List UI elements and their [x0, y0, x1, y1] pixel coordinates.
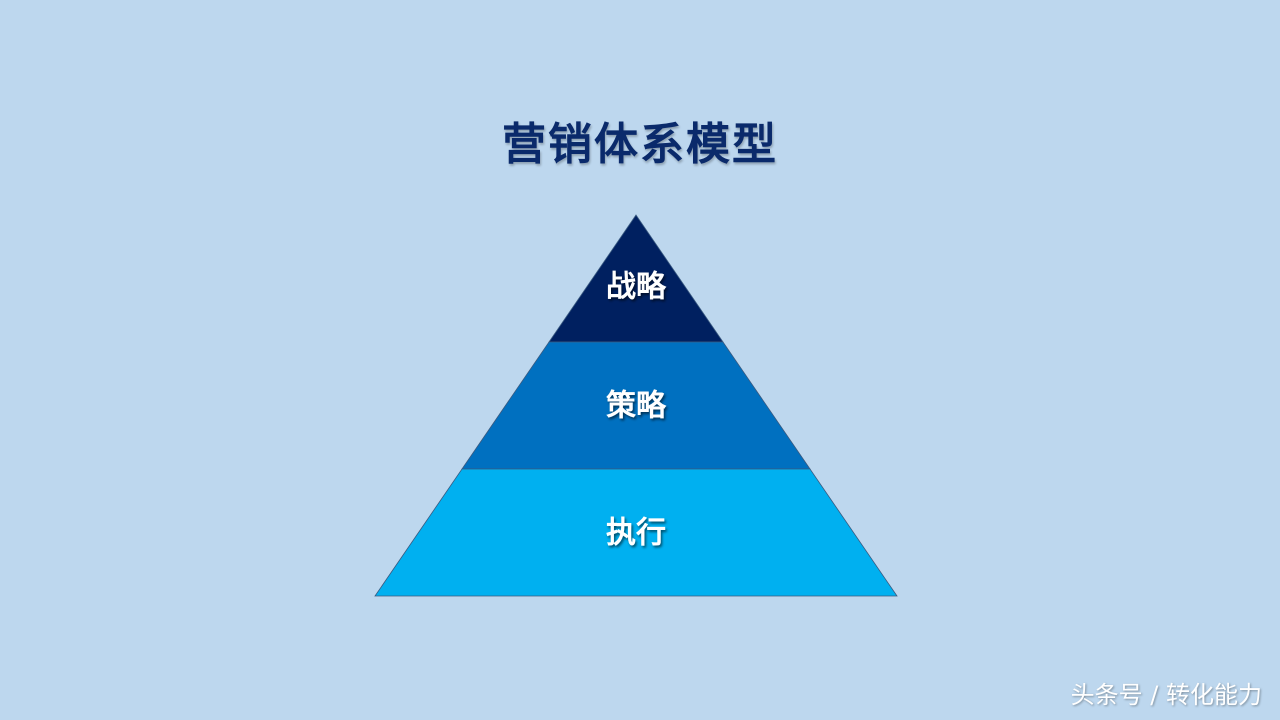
- pyramid-layer-execution: [374, 468, 898, 597]
- pyramid-layer-execution-label: 执行: [606, 516, 666, 551]
- pyramid-layer-strategy-label: 战略: [606, 270, 667, 305]
- slide-title: 营销体系模型: [502, 119, 778, 170]
- pyramid-layer-tactics-label: 策略: [606, 389, 667, 424]
- watermark: 头条号 / 转化能力: [1070, 681, 1262, 709]
